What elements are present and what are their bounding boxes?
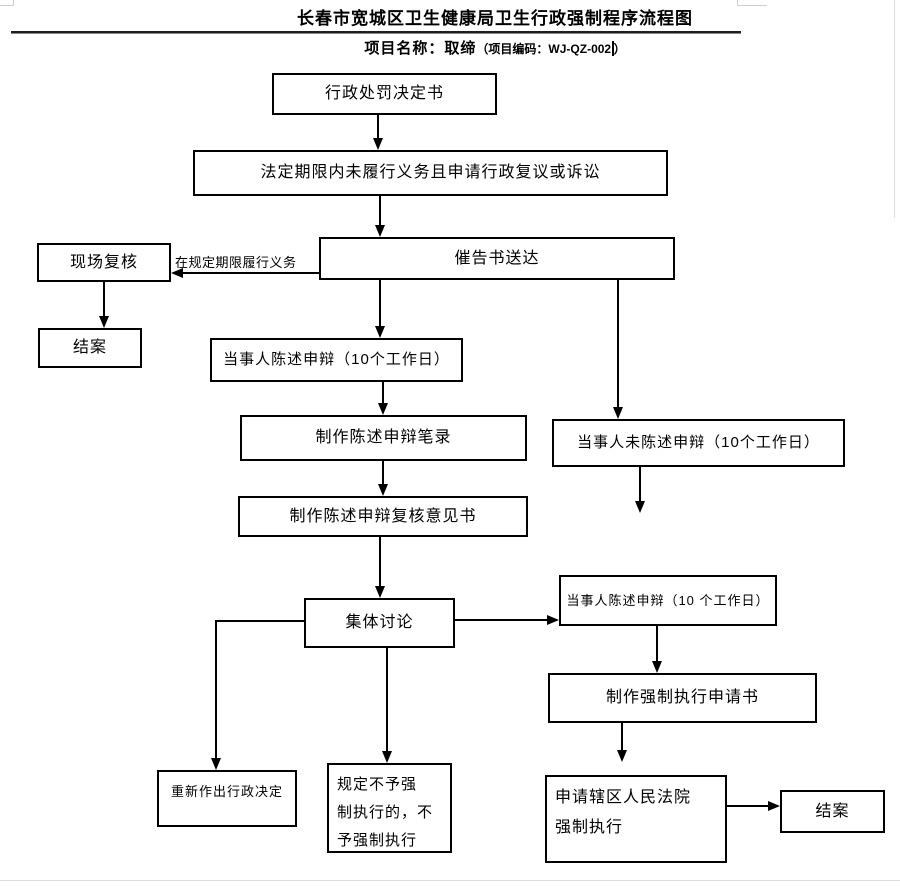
node-label: 法定期限内未履行义务且申请行政复议或诉讼 bbox=[260, 164, 601, 182]
node-label: 催告书送达 bbox=[454, 249, 540, 267]
page-title: 长春市宽城区卫生健康局卫生行政强制程序流程图 bbox=[297, 9, 693, 28]
node-label: 制作陈述申辩复核意见书 bbox=[289, 507, 477, 525]
node-label: 结案 bbox=[815, 802, 850, 820]
project-line: 项目名称：取缔（项目编码：WJ-QZ-002） bbox=[90, 37, 900, 59]
guide-mark-top-left-v bbox=[13, 0, 14, 6]
text-cursor bbox=[612, 40, 614, 56]
project-label: 项目名称： bbox=[364, 40, 445, 57]
node-label: 当事人未陈述申辩（10个工作日） bbox=[577, 433, 820, 451]
flow-node-review-opinion-doc: 制作陈述申辩复核意见书 bbox=[238, 496, 528, 537]
flow-node-apply-court-enforcement: 申请辖区人民法院 强制执行 bbox=[545, 775, 727, 863]
project-code: （项目编码：WJ-QZ-002 bbox=[476, 42, 612, 56]
node-label: 当事人陈述申辩（10 个工作日） bbox=[566, 592, 770, 608]
guide-line-right bbox=[894, 0, 895, 218]
flow-node-make-statement-record: 制作陈述申辩笔录 bbox=[240, 415, 527, 461]
node-label: 申请辖区人民法院 强制执行 bbox=[555, 789, 692, 836]
guide-mark-top-left-h bbox=[0, 5, 14, 6]
flow-node-new-admin-decision: 重新作出行政决定 bbox=[157, 770, 297, 827]
guide-mark-top-right-v bbox=[737, 0, 738, 6]
node-label: 当事人陈述申辩（10个工作日） bbox=[223, 350, 450, 368]
flow-node-notice-delivery: 催告书送达 bbox=[319, 237, 675, 280]
node-label: 制作强制执行申请书 bbox=[605, 689, 759, 707]
node-label: 集体讨论 bbox=[345, 614, 414, 632]
flow-node-penalty-decision: 行政处罚决定书 bbox=[272, 73, 497, 115]
node-label: 行政处罚决定书 bbox=[324, 85, 444, 103]
flow-node-site-review: 现场复核 bbox=[37, 243, 171, 282]
flow-node-no-statement-defense: 当事人未陈述申辩（10个工作日） bbox=[552, 419, 845, 467]
node-label: 结案 bbox=[72, 339, 107, 357]
guide-line-bottom bbox=[0, 880, 900, 881]
edge-label-fulfill-in-period: 在规定期限履行义务 bbox=[175, 255, 297, 270]
node-label: 制作陈述申辩笔录 bbox=[315, 429, 452, 447]
flow-node-unfulfilled-obligation: 法定期限内未履行义务且申请行政复议或诉讼 bbox=[193, 150, 668, 196]
flow-node-group-discussion: 集体讨论 bbox=[304, 598, 455, 648]
flow-node-statement-defense-right: 当事人陈述申辩（10 个工作日） bbox=[559, 575, 777, 626]
flow-node-statement-defense: 当事人陈述申辩（10个工作日） bbox=[210, 338, 463, 382]
project-name: 取缔 bbox=[444, 40, 477, 57]
flow-node-enforcement-application: 制作强制执行申请书 bbox=[548, 673, 817, 723]
node-label: 重新作出行政决定 bbox=[170, 784, 283, 799]
flow-node-close-case-right: 结案 bbox=[780, 790, 885, 833]
flow-node-close-case-left: 结案 bbox=[38, 328, 142, 368]
node-label: 现场复核 bbox=[69, 253, 138, 271]
title-underline bbox=[11, 31, 741, 34]
node-label: 规定不予强 制执行的，不 予强制执行 bbox=[337, 776, 434, 849]
flow-node-no-enforcement: 规定不予强 制执行的，不 予强制执行 bbox=[327, 763, 452, 853]
guide-mark-top-right-h bbox=[737, 5, 767, 6]
project-code-close: ） bbox=[613, 42, 626, 56]
